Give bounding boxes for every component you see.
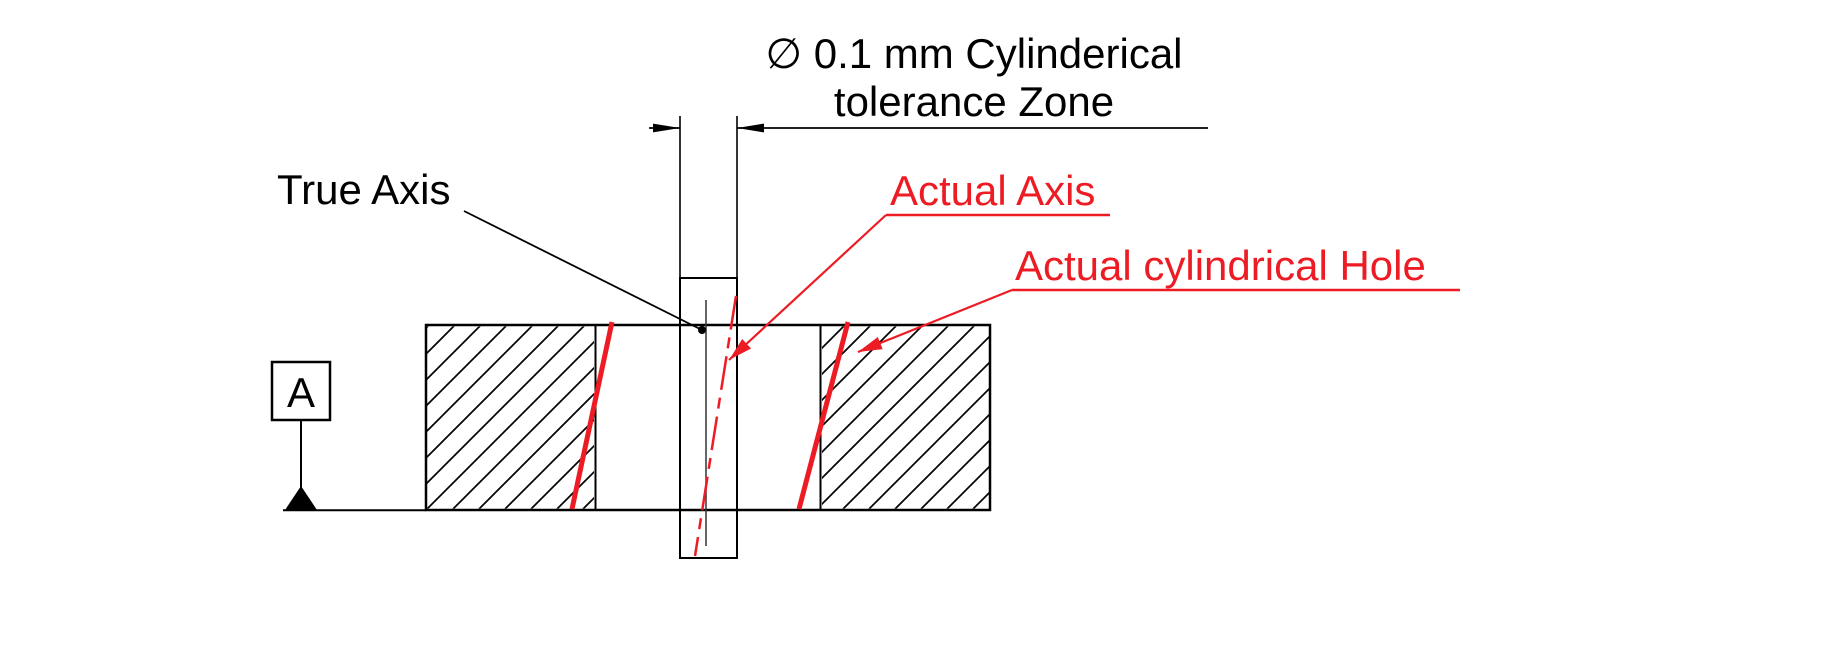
datum-feature: A xyxy=(270,360,426,512)
datum-label: A xyxy=(287,369,315,416)
actual-axis-line xyxy=(693,295,738,557)
part-outline xyxy=(424,323,992,512)
true-axis-dot xyxy=(698,326,706,334)
part-section xyxy=(424,323,992,512)
true-axis-label: True Axis xyxy=(277,166,451,213)
tolerance-title-line1: ∅ 0.1 mm Cylinderical xyxy=(765,30,1182,77)
hatch-left xyxy=(427,326,594,509)
actual-axis-label: Actual Axis xyxy=(890,167,1095,214)
datum-triangle-icon xyxy=(285,486,317,510)
tolerance-title-line2: tolerance Zone xyxy=(834,78,1114,125)
tolerance-dimension xyxy=(649,116,1208,277)
hatch-right xyxy=(822,326,989,509)
actual-axis-leader-arrow xyxy=(728,214,887,361)
labels: ∅ 0.1 mm Cylinderical tolerance Zone Tru… xyxy=(277,30,1426,289)
true-axis-leader xyxy=(463,210,703,331)
leaders xyxy=(463,210,1460,361)
tolerance-zone-rect xyxy=(679,277,738,559)
actual-hole-label: Actual cylindrical Hole xyxy=(1015,242,1426,289)
actual-hole-edge-right xyxy=(796,321,851,510)
actual-hole-edge-left xyxy=(569,321,615,510)
actual-hole-leader-arrow xyxy=(857,288,1013,354)
